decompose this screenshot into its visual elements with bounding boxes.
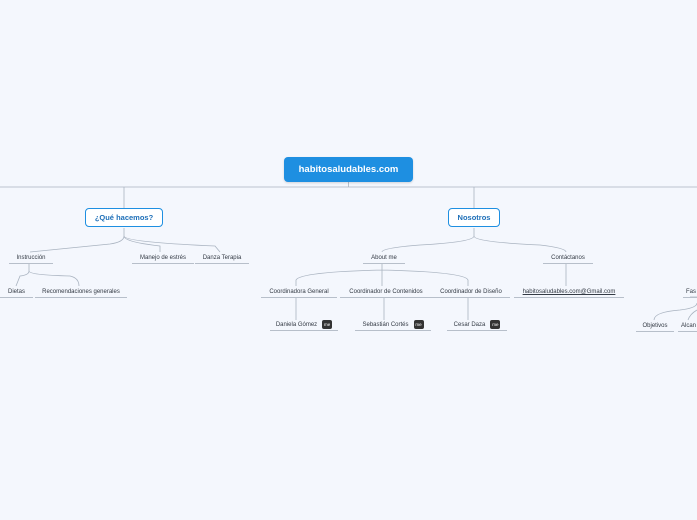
role-node-coordinador-diseno[interactable]: Coordinador de Diseño xyxy=(432,287,510,298)
right-branch-connector xyxy=(653,296,697,321)
email-label: habitosaludables.com@Gmail.com xyxy=(522,289,616,295)
recomendaciones-node[interactable]: Recomendaciones generales xyxy=(35,287,127,298)
contactanos-label: Contáctanos xyxy=(551,255,585,261)
nosotros-node[interactable]: Nosotros xyxy=(448,208,500,227)
me-badge-icon: me xyxy=(322,320,333,329)
person-name: Cesar Daza xyxy=(453,322,486,329)
dietas-node[interactable]: Dietas xyxy=(0,287,33,298)
dietas-label: Dietas xyxy=(7,289,25,295)
person-node-daniela[interactable]: Daniela Gómez me xyxy=(270,320,338,331)
danza-terapia-label: Danza Terapia xyxy=(202,255,242,261)
que-hacemos-node[interactable]: ¿Qué hacemos? xyxy=(85,208,163,227)
person-name: Sebastián Cortés xyxy=(362,322,409,329)
about-me-node[interactable]: About me xyxy=(363,253,405,264)
objetivos-node[interactable]: Objetivos xyxy=(636,321,674,332)
me-badge-icon: me xyxy=(413,320,424,329)
instruccion-label: Instrucción xyxy=(16,255,46,261)
recomendaciones-label: Recomendaciones generales xyxy=(42,289,120,295)
instruccion-children-connector xyxy=(15,263,80,287)
fas-partial-node[interactable]: Fas xyxy=(683,287,697,298)
nosotros-children-connector xyxy=(381,228,567,253)
alcance-partial-label: Alcan xyxy=(681,323,697,329)
manejo-estres-label: Manejo de estrés xyxy=(139,255,187,261)
person-name: Daniela Gómez xyxy=(275,322,318,329)
about-me-children-connector xyxy=(295,263,469,286)
contactanos-node[interactable]: Contáctanos xyxy=(543,253,593,264)
root-connector xyxy=(0,182,697,188)
me-badge-icon: me xyxy=(490,320,501,329)
danza-terapia-node[interactable]: Danza Terapia xyxy=(195,253,249,264)
alcance-partial-node[interactable]: Alcan xyxy=(678,321,697,332)
person-node-sebastian[interactable]: Sebastián Cortés me xyxy=(355,320,431,331)
que-hacemos-children-connector xyxy=(29,228,221,253)
fas-partial-label: Fas xyxy=(686,289,697,295)
root-node[interactable]: habitosaludables.com xyxy=(284,157,413,182)
manejo-estres-node[interactable]: Manejo de estrés xyxy=(132,253,194,264)
about-me-label: About me xyxy=(371,255,397,261)
que-hacemos-label: ¿Qué hacemos? xyxy=(94,213,154,222)
instruccion-node[interactable]: Instrucción xyxy=(9,253,53,264)
role-node-coordinadora-general[interactable]: Coordinadora General xyxy=(261,287,337,298)
role-title: Coordinadora General xyxy=(269,289,329,295)
nosotros-label: Nosotros xyxy=(457,213,491,222)
role-title: Coordinador de Diseño xyxy=(440,289,502,295)
role-node-coordinador-contenidos[interactable]: Coordinador de Contenidos xyxy=(340,287,432,298)
objetivos-label: Objetivos xyxy=(642,323,668,329)
email-link[interactable]: habitosaludables.com@Gmail.com xyxy=(514,287,624,298)
root-label: habitosaludables.com xyxy=(298,164,399,175)
person-node-cesar[interactable]: Cesar Daza me xyxy=(447,320,507,331)
role-title: Coordinador de Contenidos xyxy=(349,289,423,295)
